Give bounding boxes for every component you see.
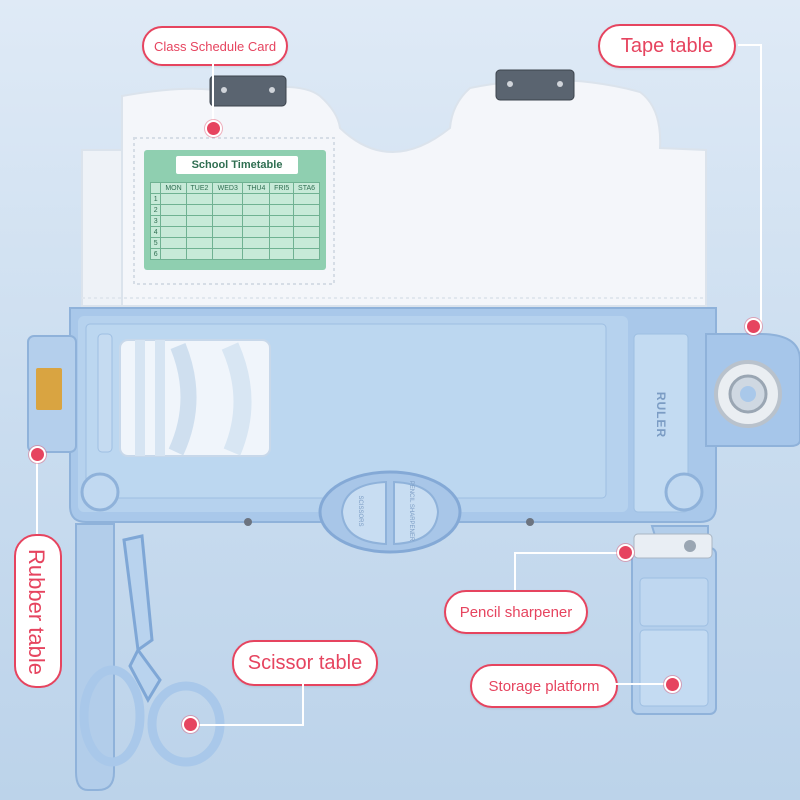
left-clip — [209, 75, 287, 107]
scissor-table-label: Scissor table — [232, 640, 378, 686]
scissor-table-marker — [182, 716, 199, 733]
timetable-day: TUE2 — [185, 182, 214, 194]
tape-table-connector — [760, 44, 762, 326]
timetable-day: FRI5 — [269, 182, 295, 194]
rubber-table-label — [14, 534, 62, 688]
storage-platform-label: Storage platform — [470, 664, 618, 708]
pencil-sharpener-marker — [617, 544, 634, 561]
timetable-row-number: 6 — [149, 248, 162, 260]
sharpener-button-label: PENCIL SHARPENER — [408, 480, 414, 542]
timetable-row-number: 5 — [149, 237, 162, 249]
pencil-sharpener-label: Pencil sharpener — [444, 590, 588, 634]
timetable-day: WED3 — [212, 182, 244, 194]
tape-table-marker — [745, 318, 762, 335]
ruler-label: RULER — [654, 391, 668, 439]
storage-platform-connector — [614, 683, 666, 685]
timetable-day: THU4 — [242, 182, 271, 194]
timetable-title-box: School Timetable — [176, 156, 298, 174]
class-schedule-connector — [212, 64, 214, 126]
timetable-row-number: 1 — [149, 193, 162, 205]
storage-platform-marker — [664, 676, 681, 693]
scissor-table-connector — [302, 684, 304, 726]
pencil-sharpener-connector — [514, 552, 516, 590]
timetable-day: STA6 — [293, 182, 320, 194]
timetable-card: School Timetable MON TUE2 WED3 THU4 FRI5… — [144, 150, 326, 270]
class-schedule-marker — [205, 120, 222, 137]
timetable-row-number: 3 — [149, 215, 162, 227]
rubber-table-connector — [36, 454, 38, 534]
right-clip — [495, 69, 575, 101]
scissors-button-label: SCISSORS — [357, 495, 363, 527]
timetable-row-number: 2 — [149, 204, 162, 216]
class-schedule-card-label: Class Schedule Card — [142, 26, 288, 66]
timetable-row-number: 4 — [149, 226, 162, 238]
timetable-day: MON — [160, 182, 187, 194]
tape-table-label: Tape table — [598, 24, 736, 68]
sharpener — [633, 533, 713, 559]
timetable-title: School Timetable — [191, 159, 283, 171]
timetable-grid: MON TUE2 WED3 THU4 FRI5 STA6 1 2 3 4 5 6 — [149, 182, 320, 260]
rubber-table-marker — [29, 446, 46, 463]
